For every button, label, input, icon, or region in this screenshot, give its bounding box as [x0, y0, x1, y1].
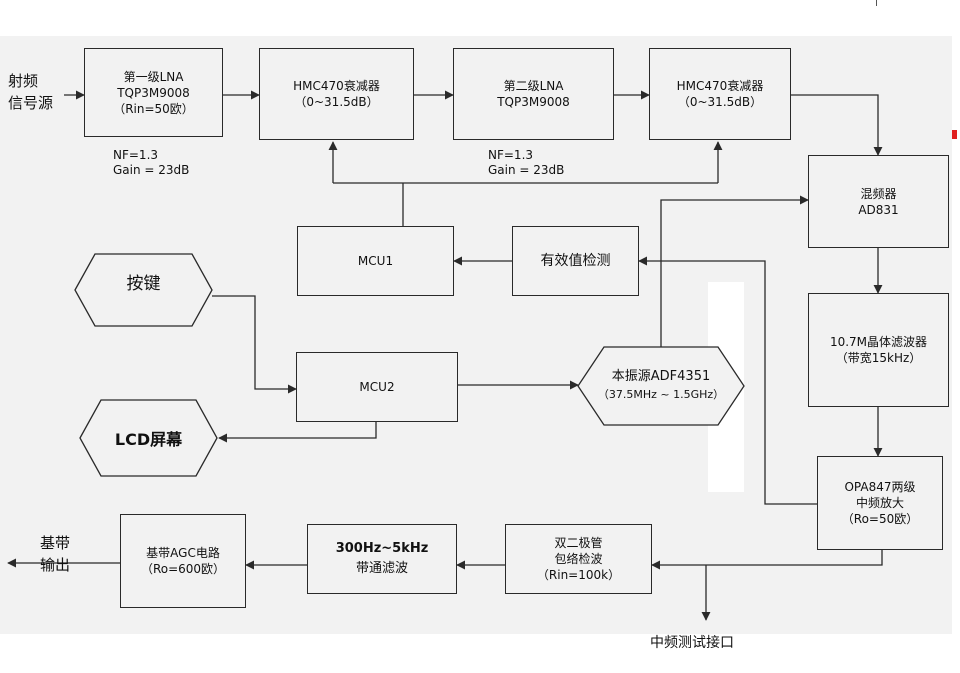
attenuator1-block: HMC470衰减器 （0~31.5dB） [259, 48, 414, 140]
lna2-part: TQP3M9008 [497, 95, 570, 109]
rms-detect-block: 有效值检测 [512, 226, 639, 296]
att2-title: HMC470衰减器 [676, 79, 764, 93]
lna1-rin: （Rin=50欧） [113, 101, 194, 116]
mcu2-label: MCU2 [359, 380, 395, 394]
mcu2-block: MCU2 [296, 352, 458, 422]
baseband-line1: 基带 [40, 534, 71, 552]
lna2-nf: NF=1.3 [488, 148, 534, 162]
lna1-part: TQP3M9008 [117, 85, 190, 100]
lna1-title: 第一级LNA [123, 69, 184, 84]
lna1-block: 第一级LNA TQP3M9008 （Rin=50欧） [84, 48, 223, 137]
agc-title: 基带AGC电路 [146, 546, 220, 560]
detector-rin: （Rin=100k） [536, 568, 621, 582]
mixer-part: AD831 [858, 202, 899, 217]
lcd-label: LCD屏幕 [114, 430, 183, 449]
lcd-hex [79, 399, 218, 477]
lo-hex [577, 346, 745, 426]
baseband-output-label: 基带 输出 [40, 532, 70, 576]
mixer-title: 混频器 [860, 186, 897, 201]
corner-tick [876, 0, 877, 6]
bandpass-label: 带通滤波 [355, 561, 408, 576]
mixer-block: 混频器 AD831 [808, 155, 949, 248]
att2-range: （0~31.5dB） [677, 95, 763, 109]
keys-label-wrap: 按键 [75, 254, 212, 314]
lna2-gain: Gain = 23dB [488, 163, 565, 177]
keys-hex [74, 253, 213, 327]
lna2-block: 第二级LNA TQP3M9008 [453, 48, 614, 140]
if-amp-ro: （Ro=50欧） [841, 512, 919, 526]
mcu1-label: MCU1 [357, 254, 394, 268]
baseband-line2: 输出 [40, 556, 71, 574]
rf-source-line1: 射频 [8, 72, 39, 90]
red-marker [952, 130, 957, 139]
agc-block: 基带AGC电路 （Ro=600欧） [120, 514, 246, 608]
keys-label: 按键 [126, 274, 161, 294]
crystal-filter-title: 10.7M晶体滤波器 [829, 335, 928, 349]
detector-line2: 包络检波 [554, 552, 603, 566]
att1-title: HMC470衰减器 [293, 79, 380, 93]
if-amp-block: OPA847两级 中频放大 （Ro=50欧） [817, 456, 943, 550]
if-test-label: 中频测试接口 [650, 635, 734, 651]
att1-range: （0~31.5dB） [294, 95, 379, 109]
if-amp-title: OPA847两级 [844, 480, 916, 494]
lcd-label-wrap: LCD屏幕 [80, 400, 217, 476]
if-amp-desc: 中频放大 [855, 496, 904, 510]
agc-ro: （Ro=600欧） [140, 562, 226, 576]
bandpass-range: 300Hz~5kHz [335, 541, 429, 556]
mcu1-block: MCU1 [297, 226, 454, 296]
rms-detect-label: 有效值检测 [540, 253, 611, 269]
bandpass-block: 300Hz~5kHz 带通滤波 [307, 524, 457, 594]
lo-title: 本振源ADF4351 [611, 369, 711, 384]
lo-label-wrap: 本振源ADF4351 （37.5MHz ~ 1.5GHz） [578, 347, 744, 425]
lna1-nf: NF=1.3 [113, 148, 159, 162]
crystal-filter-block: 10.7M晶体滤波器 （带宽15kHz） [808, 293, 949, 407]
lna2-title: 第二级LNA [503, 79, 564, 93]
detector-line1: 双二极管 [554, 536, 603, 550]
crystal-filter-bw: （带宽15kHz） [835, 351, 922, 365]
lna1-gain: Gain = 23dB [113, 163, 190, 177]
lo-range: （37.5MHz ~ 1.5GHz） [597, 388, 725, 401]
envelope-detector-block: 双二极管 包络检波 （Rin=100k） [505, 524, 652, 594]
rf-source-label: 射频 信号源 [8, 70, 53, 114]
attenuator2-block: HMC470衰减器 （0~31.5dB） [649, 48, 791, 140]
rf-source-line2: 信号源 [8, 94, 54, 112]
